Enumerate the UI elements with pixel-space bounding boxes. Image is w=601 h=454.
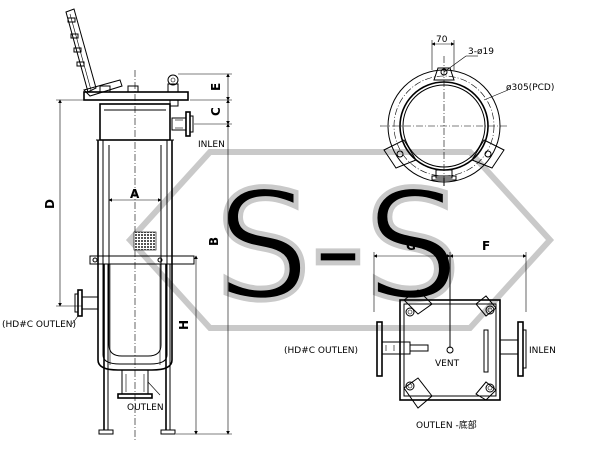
support-legs [89, 255, 195, 435]
side-outlet-nozzle [74, 289, 99, 317]
bottom-outlet-side-label: (HD#C OUTLEN) [284, 346, 358, 356]
dim-d-label: D [43, 199, 57, 209]
side-view: INLEN (HD#C OUTLEN) [2, 8, 232, 440]
bottom-clamp [431, 169, 457, 186]
dim-a-label: A [130, 187, 140, 201]
bottom-outlet-label: OUTLEN [127, 403, 164, 413]
bottom-view: G F VENT [284, 239, 556, 431]
watermark-logo: S-S [125, 149, 555, 337]
lug-right [471, 139, 505, 169]
dim-f-label: F [482, 239, 490, 253]
dim-e-label: E [209, 83, 223, 91]
bottom-view-caption: OUTLEN -底部 [416, 419, 477, 431]
vent-label: VENT [435, 359, 460, 369]
dim-h-label: H [177, 320, 191, 330]
bottom-left-outlet [376, 321, 429, 377]
dim-b-label: B [207, 237, 221, 246]
bottom-right-inlet [499, 321, 527, 377]
watermark-text: S-S [216, 160, 461, 334]
bottom-inlet-label: INLEN [529, 346, 556, 356]
top-view: 70 3-ø19 ø305(PCD) [380, 35, 554, 188]
holes-label: 3-ø19 [468, 47, 494, 57]
vent-port [446, 346, 454, 354]
corner-leg-top-left [403, 289, 433, 317]
side-inlet-label: INLEN [198, 140, 225, 150]
dim-g-label: G [406, 239, 416, 253]
mesh-window [133, 231, 157, 251]
filter-bag [108, 145, 162, 357]
lug-left [383, 139, 417, 169]
corner-leg-bottom-left [403, 377, 433, 409]
lid-cover [65, 8, 189, 107]
corner-leg-bottom-right [475, 381, 497, 401]
inlet-nozzle [171, 111, 194, 137]
dim-70-label: 70 [436, 35, 448, 45]
side-outlet-label: (HD#C OUTLEN) [2, 320, 76, 330]
bottom-outlet-pipe [117, 369, 161, 399]
pcd-label: ø305(PCD) [506, 83, 554, 93]
dim-c-label: C [209, 107, 223, 116]
corner-leg-top-right [475, 295, 497, 317]
